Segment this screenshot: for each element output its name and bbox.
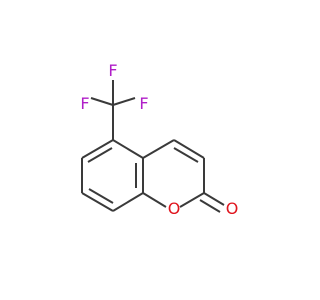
bond-pyran-2-inner bbox=[173, 147, 199, 163]
bond-pyran-1 bbox=[142, 139, 175, 159]
molecule-diagram: F F F O O bbox=[80, 61, 239, 218]
bond-carbonyl-2 bbox=[199, 199, 221, 213]
atom-label-f2: F bbox=[80, 94, 89, 113]
bond-pyran-2 bbox=[173, 139, 205, 159]
bond-ring-1 bbox=[81, 139, 114, 159]
bond-ring-3 bbox=[81, 192, 114, 212]
structure-canvas: F F F O O bbox=[80, 61, 239, 218]
bond-ring-1-inner bbox=[87, 147, 113, 163]
bond-ring-4 bbox=[112, 192, 144, 212]
bond-c-f2 bbox=[90, 97, 114, 106]
bond-ring-6 bbox=[112, 139, 144, 159]
bond-pyran-4 bbox=[179, 192, 205, 208]
atom-label-o-carbonyl: O bbox=[226, 199, 239, 218]
atom-label-o-ring: O bbox=[168, 199, 181, 218]
bond-carbonyl-1 bbox=[203, 192, 225, 206]
bond-c-f3 bbox=[112, 97, 136, 106]
bond-pyran-5 bbox=[142, 192, 167, 208]
atom-label-f1: F bbox=[108, 61, 117, 80]
bond-ring-3-inner bbox=[88, 188, 114, 204]
atom-label-f3: F bbox=[139, 94, 148, 113]
